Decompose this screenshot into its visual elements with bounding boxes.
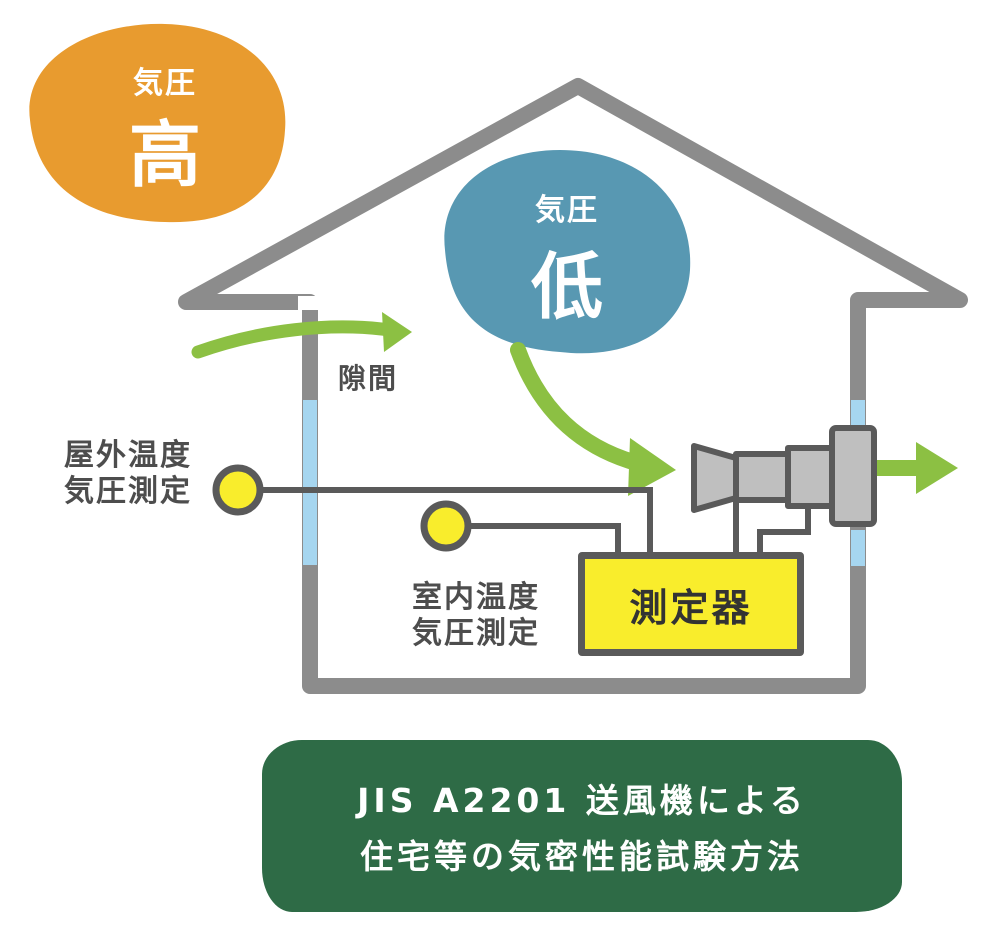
indoor-sensor-icon: [420, 500, 472, 552]
wall-gap-mask: [298, 296, 322, 310]
outside-sensor-label-line-2: 気圧測定: [64, 474, 192, 509]
indoor-sensor-label-line-1: 室内温度: [412, 580, 540, 615]
low-pressure-label: 気圧: [535, 193, 599, 228]
indoor-sensor-wire: [468, 523, 621, 552]
gap-arrow-head: [382, 312, 412, 352]
blower-wire-2: [757, 506, 811, 552]
flow-arrow-head: [628, 438, 676, 496]
indoor-sensor-label-line-2: 気圧測定: [412, 616, 540, 651]
outside-sensor-wire: [262, 487, 653, 552]
standard-banner-line-2: 住宅等の気密性能試験方法: [360, 837, 804, 876]
outside-sensor-label: 屋外温度 気圧測定: [20, 438, 192, 510]
exhaust-arrow-shaft: [874, 460, 920, 476]
left-window-strip: [303, 400, 317, 565]
gap-arrow-icon: [191, 320, 397, 359]
house-outline: [178, 78, 968, 694]
outside-sensor-icon: [212, 464, 264, 516]
blower-icon: [691, 425, 877, 527]
low-pressure-blob: [444, 150, 691, 354]
gap-label: 隙間: [338, 362, 399, 395]
right-window-strip-top: [851, 400, 865, 428]
indoor-sensor-label: 室内温度 気圧測定: [372, 580, 540, 652]
high-pressure-label: 気圧: [133, 66, 197, 101]
right-window-strip-bottom: [851, 530, 865, 566]
measuring-device: 測定器: [578, 552, 804, 656]
high-pressure-value: 高: [128, 113, 201, 197]
flow-arrow-icon: [510, 342, 648, 472]
measuring-device-label: 測定器: [629, 585, 753, 630]
standard-banner: JIS A2201 送風機による 住宅等の気密性能試験方法: [262, 740, 902, 912]
high-pressure-blob: [29, 23, 286, 223]
low-pressure-value: 低: [530, 245, 603, 329]
standard-banner-line-1: JIS A2201 送風機による: [357, 781, 807, 820]
exhaust-arrow-icon: [916, 442, 958, 494]
outside-sensor-label-line-1: 屋外温度: [64, 438, 192, 473]
